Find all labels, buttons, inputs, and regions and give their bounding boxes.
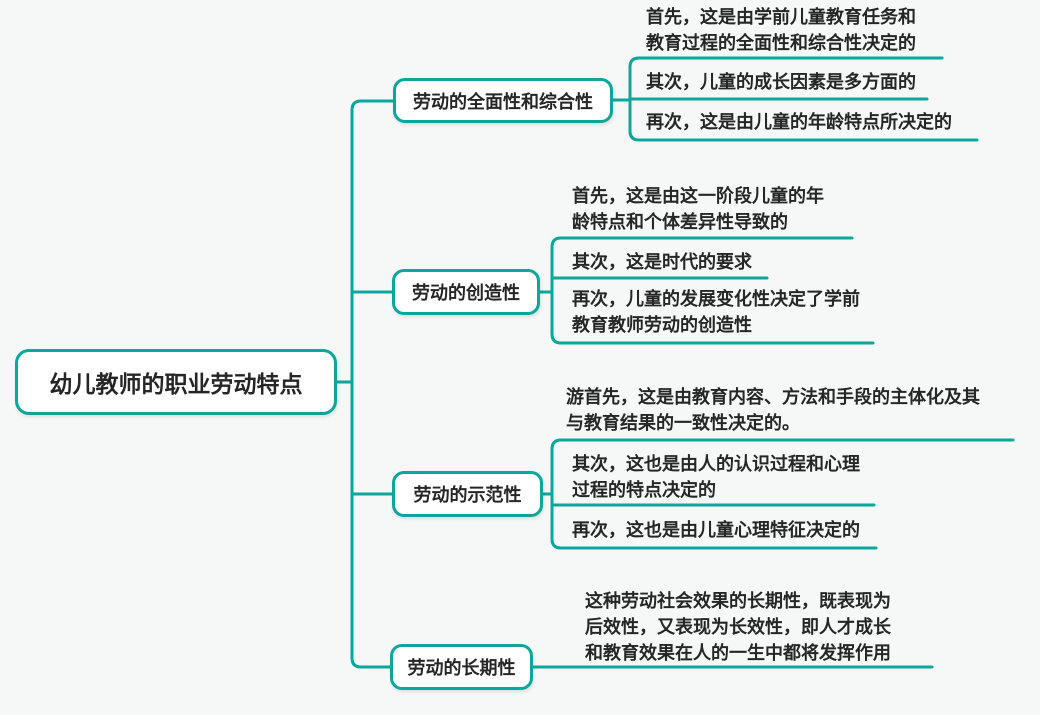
connector-trunk-lower xyxy=(350,380,392,669)
branch-node-creativity[interactable]: 劳动的创造性 xyxy=(392,269,540,315)
branch-node-long-term[interactable]: 劳动的长期性 xyxy=(390,644,533,690)
leaf-node[interactable]: 其次，这是时代的要求 xyxy=(572,252,752,272)
leaf-node[interactable]: 再次，这是由儿童的年龄特点所决定的 xyxy=(646,112,952,132)
root-node[interactable]: 幼儿教师的职业劳动特点 xyxy=(15,349,337,415)
leaf-node[interactable]: 其次，儿童的成长因素是多方面的 xyxy=(646,72,916,92)
leaf-node[interactable]: 再次，儿童的发展变化性决定了学前 教育教师劳动的创造性 xyxy=(572,289,860,335)
leaf-node[interactable]: 首先，这是由学前儿童教育任务和 教育过程的全面性和综合性决定的 xyxy=(646,7,916,53)
leaf-node[interactable]: 其次，这也是由人的认识过程和心理 过程的特点决定的 xyxy=(572,454,860,500)
branch-node-label: 劳动的创造性 xyxy=(412,283,520,303)
branch-node-comprehensiveness[interactable]: 劳动的全面性和综合性 xyxy=(393,78,613,123)
branch-node-label: 劳动的全面性和综合性 xyxy=(413,91,593,112)
branch-node-label: 劳动的长期性 xyxy=(407,658,516,678)
branch-node-exemplarity[interactable]: 劳动的示范性 xyxy=(392,471,543,517)
leaf-node[interactable]: 首先，这是由这一阶段儿童的年 龄特点和个体差异性导致的 xyxy=(572,186,824,232)
root-node-label: 幼儿教师的职业劳动特点 xyxy=(49,371,303,397)
branch-node-label: 劳动的示范性 xyxy=(413,485,522,505)
connector-trunk-upper xyxy=(350,99,395,384)
leaf-node[interactable]: 游首先，这是由教育内容、方法和手段的主体化及其 与教育结果的一致性决定的。 xyxy=(566,387,980,433)
leaf-node[interactable]: 这种劳动社会效果的长期性，既表现为 后效性，又表现为长效性，即人才成长 和教育效… xyxy=(585,591,891,663)
leaf-node[interactable]: 再次，这也是由儿童心理特征决定的 xyxy=(572,520,860,540)
